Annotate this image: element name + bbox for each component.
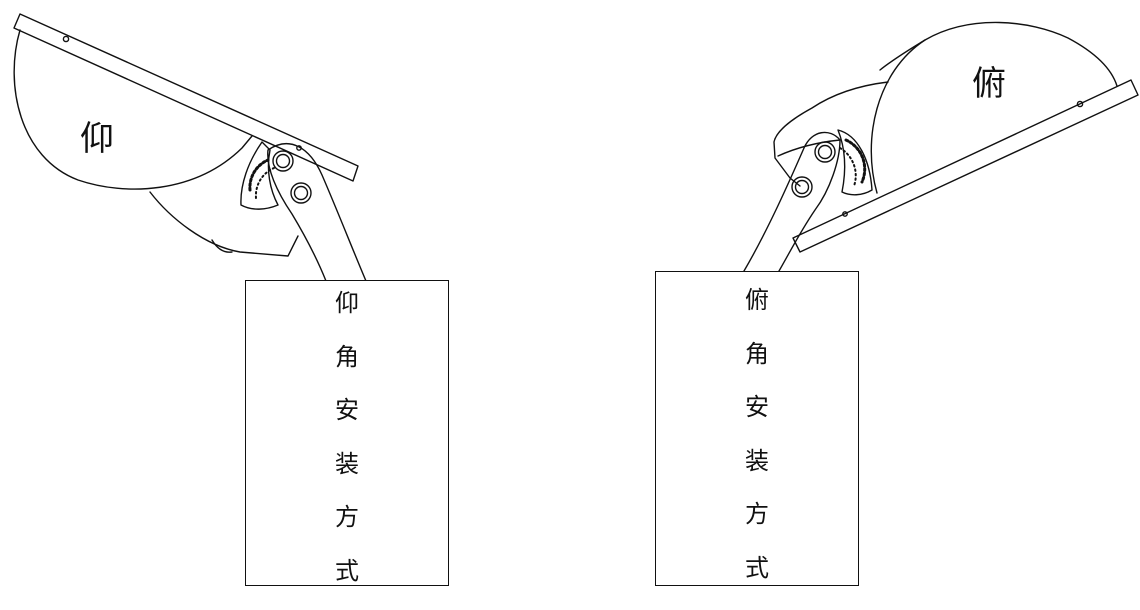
- right-mounting-post: 俯 角 安 装 方 式: [655, 271, 859, 586]
- left-lamp-assembly: [13, 13, 367, 282]
- left-post-label-char: 方: [335, 503, 359, 531]
- right-support-arm: [743, 131, 841, 272]
- left-pivot-bolt-top: [272, 150, 294, 172]
- right-post-label-char: 装: [745, 446, 769, 475]
- left-post-label-char: 仰: [335, 289, 359, 317]
- left-lamp-housing: [149, 191, 299, 257]
- right-pivot-bolt-bottom: [791, 176, 813, 198]
- right-lamp-label: 俯: [972, 64, 1006, 104]
- right-post-label-char: 俯: [745, 286, 769, 314]
- left-angle-scale: [240, 141, 279, 210]
- right-lamp-housing: [773, 81, 889, 187]
- left-post-label-char: 安: [335, 396, 359, 424]
- right-lamp-plate: [792, 79, 1139, 253]
- right-post-label-char: 安: [745, 393, 769, 421]
- left-post-label: 仰 角 安 装 方 式: [246, 289, 448, 610]
- left-lamp-label: 仰: [80, 119, 114, 159]
- right-post-label-char: 方: [745, 500, 769, 528]
- right-post-label: 俯 角 安 装 方 式: [656, 286, 858, 607]
- right-post-label-char: 式: [745, 553, 769, 582]
- left-lamp-body: [13, 29, 253, 190]
- left-post-label-char: 装: [335, 449, 359, 478]
- right-post-label-char: 角: [745, 339, 769, 368]
- left-pivot-bolt-bottom: [290, 182, 312, 204]
- left-post-label-char: 式: [335, 556, 359, 585]
- left-post-label-char: 角: [335, 342, 359, 371]
- right-lamp-body: [870, 21, 1118, 194]
- right-pivot-bolt-top: [814, 141, 836, 163]
- left-support-arm: [267, 143, 367, 282]
- left-mounting-post: 仰 角 安 装 方 式: [245, 280, 449, 586]
- left-lamp-plate: [13, 13, 359, 182]
- mounting-diagram: 仰 俯: [13, 13, 1139, 282]
- right-angle-scale: [837, 129, 873, 196]
- right-lamp-assembly: [743, 21, 1139, 272]
